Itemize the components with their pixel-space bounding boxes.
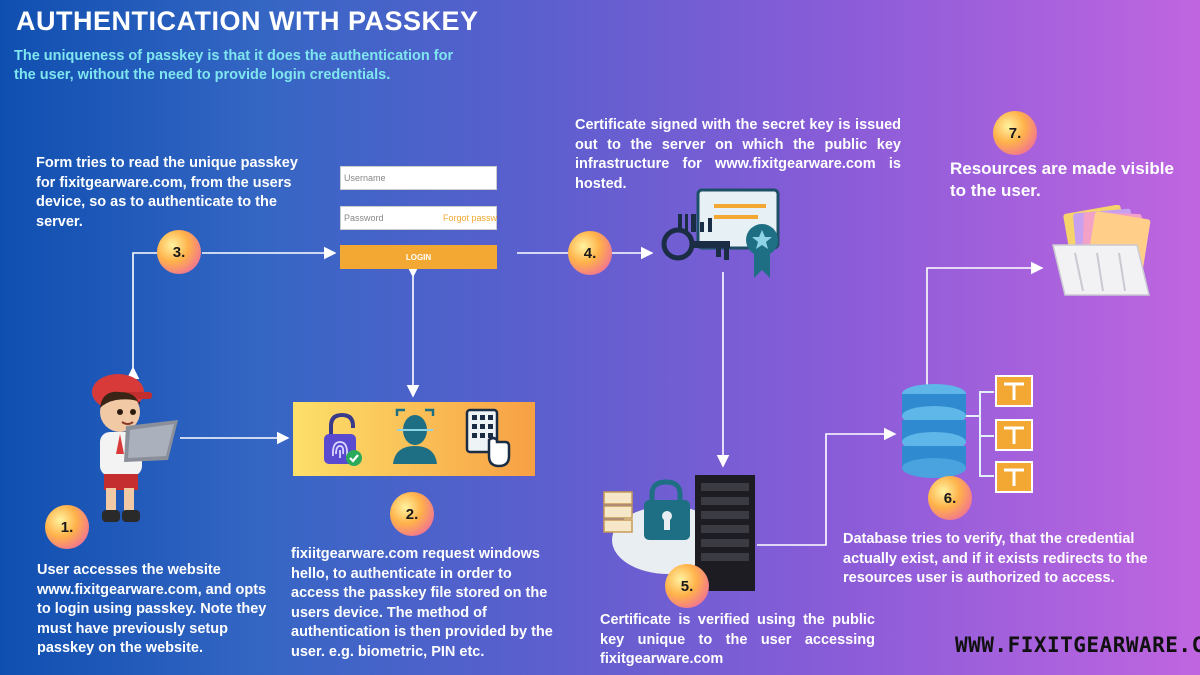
step7-description: Resources are made visible to the user. xyxy=(950,159,1174,200)
step5-description: Certificate is verified using the public… xyxy=(600,612,875,667)
database-icon xyxy=(898,374,1038,494)
username-placeholder: Username xyxy=(344,173,386,183)
login-button[interactable]: LOGIN xyxy=(340,245,497,269)
step3-description: Form tries to read the unique passkey fo… xyxy=(36,155,298,230)
brand-footer: WWW.FIXITGEARWARE.COM xyxy=(955,633,1200,657)
fingerprint-lock-icon[interactable] xyxy=(321,412,363,468)
certificate-key-icon xyxy=(658,188,784,280)
server-icon xyxy=(693,473,757,593)
pin-keypad-icon[interactable] xyxy=(463,406,511,470)
step1-badge: 1. xyxy=(45,505,89,549)
step4-badge: 4. xyxy=(568,231,612,275)
password-input[interactable]: Password Forgot password xyxy=(340,206,497,230)
step2-badge: 2. xyxy=(390,492,434,536)
face-scan-icon[interactable] xyxy=(391,408,439,464)
step1-description: User accesses the website www.fixitgearw… xyxy=(37,562,267,656)
page-subtitle: The uniqueness of passkey is that it doe… xyxy=(14,48,454,83)
step4-description: Certificate signed with the secret key i… xyxy=(575,117,901,192)
folders-icon xyxy=(1045,204,1157,300)
forgot-password-link[interactable]: Forgot password xyxy=(443,213,497,223)
arrow-server-to-db xyxy=(757,427,897,546)
step7-badge: 7. xyxy=(993,111,1037,155)
step6-description: Database tries to verify, that the crede… xyxy=(843,531,1148,586)
step2-description: fixiitgearware.com request windows hello… xyxy=(291,546,553,660)
authentication-methods-panel xyxy=(293,402,535,476)
username-input[interactable]: Username xyxy=(340,166,497,190)
arrow-db-to-resources xyxy=(926,261,1044,392)
arrow-user-to-form xyxy=(126,252,158,380)
person-laptop-icon xyxy=(86,368,182,526)
step3-badge: 3. xyxy=(157,230,201,274)
page-title: AUTHENTICATION WITH PASSKEY xyxy=(16,6,479,36)
step5-badge: 5. xyxy=(665,564,709,608)
password-placeholder: Password xyxy=(344,213,384,223)
step6-badge: 6. xyxy=(928,476,972,520)
